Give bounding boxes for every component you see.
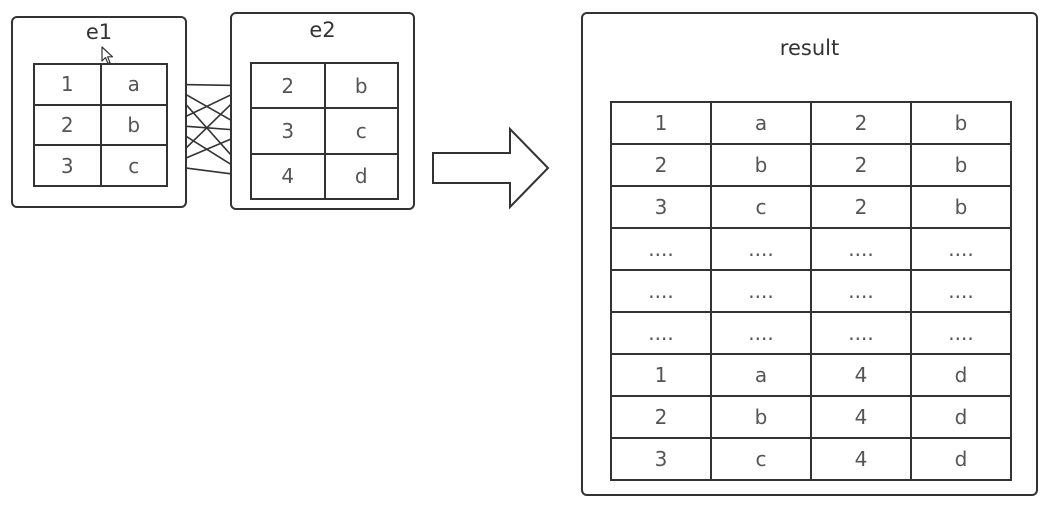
- table-cell: 3: [610, 437, 712, 481]
- table-cell: b: [910, 143, 1012, 187]
- table-cell: b: [710, 143, 812, 187]
- table-cell: ....: [610, 269, 712, 313]
- mouse-cursor-icon: [101, 46, 114, 65]
- table-row: 3 c 4 d: [610, 437, 1012, 481]
- table-cell: 2: [810, 185, 912, 229]
- table-row: 2 b 4 d: [610, 395, 1012, 439]
- table-cell: c: [710, 437, 812, 481]
- right-arrow-icon: [432, 126, 550, 210]
- table-row: .... .... .... ....: [610, 269, 1012, 313]
- table-cell: a: [710, 101, 812, 145]
- table-cell: 4: [810, 437, 912, 481]
- table-cell: a: [99, 63, 168, 106]
- table-row: 3 c 2 b: [610, 185, 1012, 229]
- table-cell: d: [910, 437, 1012, 481]
- table-cell: d: [910, 395, 1012, 439]
- table-cell: 1: [33, 63, 102, 106]
- table-cell: ....: [810, 311, 912, 355]
- table-row: 2 b: [33, 103, 168, 147]
- table-cell: a: [710, 353, 812, 397]
- table-cell: 4: [810, 395, 912, 439]
- e1-title: e1: [85, 20, 113, 44]
- table-cell: 3: [250, 107, 326, 155]
- table-cell: ....: [910, 311, 1012, 355]
- table-row: 1 a 2 b: [610, 101, 1012, 145]
- table-cell: ....: [610, 227, 712, 271]
- e2-table-panel: e2 2 b 3 c 4 d: [230, 12, 415, 210]
- table-cell: 2: [610, 395, 712, 439]
- table-cell: 3: [610, 185, 712, 229]
- table-cell: c: [323, 107, 399, 155]
- table-cell: 2: [33, 103, 102, 147]
- table-row: 4 d: [250, 152, 399, 201]
- table-cell: b: [910, 185, 1012, 229]
- table-cell: ....: [710, 311, 812, 355]
- table-cell: 2: [810, 101, 912, 145]
- table-cell: c: [710, 185, 812, 229]
- table-cell: ....: [610, 311, 712, 355]
- e1-table-panel: e1 1 a 2 b 3 c: [11, 16, 187, 208]
- table-row: .... .... .... ....: [610, 227, 1012, 271]
- table-row: 3 c: [250, 107, 399, 155]
- result-title: result: [779, 36, 840, 60]
- table-cell: 2: [250, 61, 326, 110]
- table-cell: 1: [610, 353, 712, 397]
- table-cell: b: [710, 395, 812, 439]
- table-row: 1 a: [33, 63, 168, 106]
- table-cell: ....: [710, 227, 812, 271]
- table-cell: b: [99, 103, 168, 147]
- table-cell: 2: [610, 143, 712, 187]
- e2-title: e2: [309, 18, 336, 42]
- table-cell: b: [910, 101, 1012, 145]
- table-row: .... .... .... ....: [610, 311, 1012, 355]
- table-cell: ....: [810, 227, 912, 271]
- table-cell: 1: [610, 101, 712, 145]
- table-cell: 4: [810, 353, 912, 397]
- table-cell: 2: [810, 143, 912, 187]
- table-row: 2 b: [250, 61, 399, 110]
- table-cell: d: [323, 152, 399, 201]
- result-table: 1 a 2 b 2 b 2 b 3 c 2 b .... .... ....: [610, 101, 1012, 481]
- result-table-panel: result 1 a 2 b 2 b 2 b 3 c 2 b ...: [581, 12, 1038, 496]
- e2-table: 2 b 3 c 4 d: [250, 61, 399, 201]
- e1-table: 1 a 2 b 3 c: [33, 63, 168, 187]
- table-cell: ....: [810, 269, 912, 313]
- table-cell: c: [99, 144, 168, 187]
- table-cell: b: [323, 61, 399, 110]
- table-cell: ....: [910, 269, 1012, 313]
- table-row: 1 a 4 d: [610, 353, 1012, 397]
- table-row: 2 b 2 b: [610, 143, 1012, 187]
- table-cell: d: [910, 353, 1012, 397]
- table-cell: ....: [910, 227, 1012, 271]
- table-row: 3 c: [33, 144, 168, 187]
- table-cell: 4: [250, 152, 326, 201]
- table-cell: ....: [710, 269, 812, 313]
- table-cell: 3: [33, 144, 102, 187]
